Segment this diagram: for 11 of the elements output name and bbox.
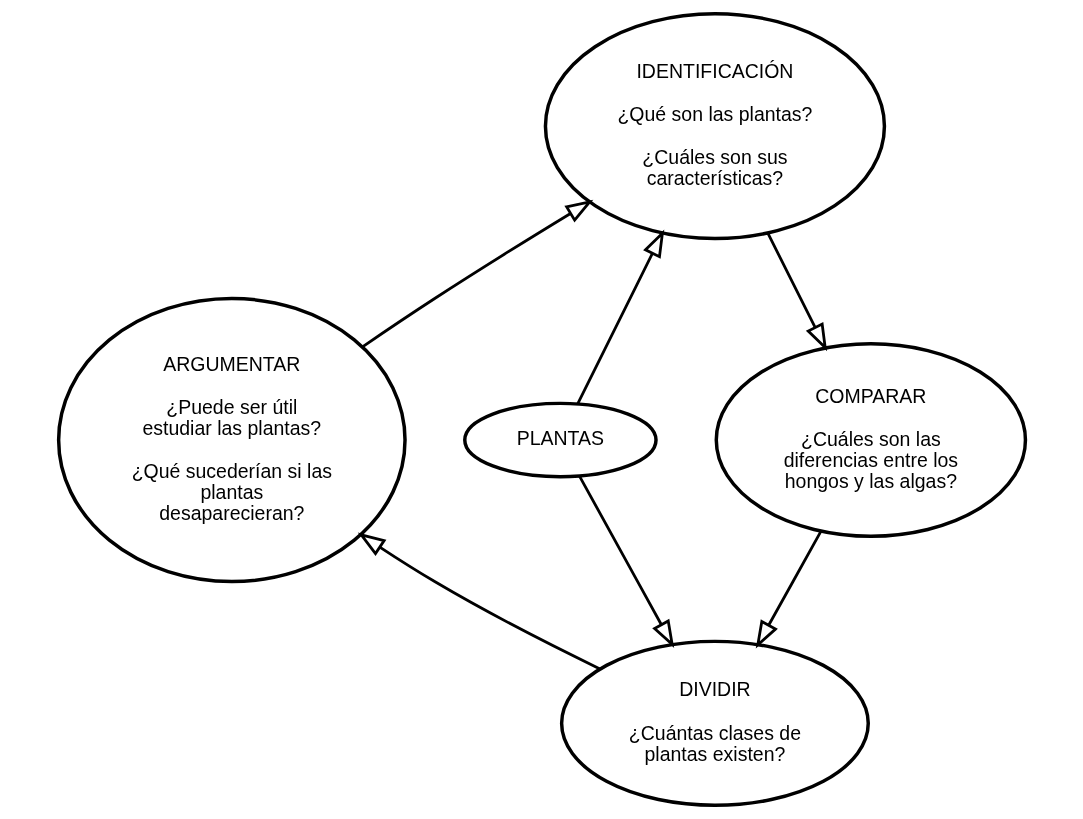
node-ellipse: DIVIDIR ¿Cuántas clases de plantas existen? — [559, 639, 870, 808]
node-ellipse: PLANTAS — [462, 401, 658, 479]
node-ellipse: ARGUMENTAR ¿Puede ser útil estudiar las plantas? ¿Qué sucederían si las plantas desaparecieran? — [56, 296, 407, 584]
node-ellipse: COMPARAR ¿Cuáles son las diferencias entre los hongos y las algas? — [714, 342, 1027, 538]
node-ellipse: IDENTIFICACIÓN ¿Qué son las plantas? ¿Cuáles son sus características? — [543, 12, 886, 241]
arrow — [357, 532, 601, 671]
arrow — [755, 530, 822, 649]
arrow — [577, 475, 674, 648]
arrow — [361, 199, 593, 348]
arrow — [575, 229, 664, 405]
arrow — [766, 232, 827, 352]
